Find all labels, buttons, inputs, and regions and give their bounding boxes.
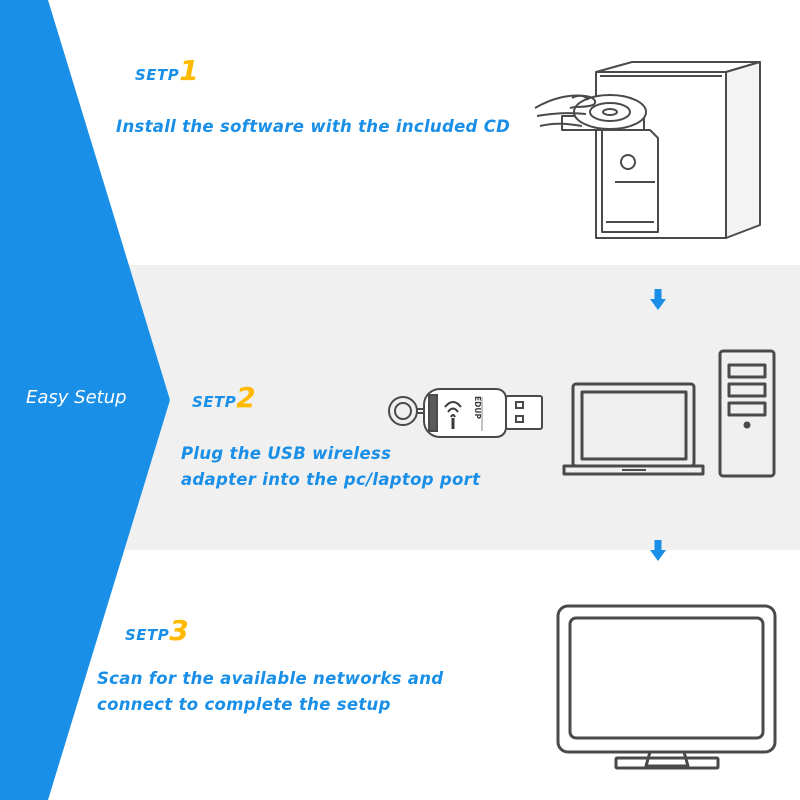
- computer-cd-icon: [534, 61, 761, 239]
- step-1-description: Install the software with the included C…: [116, 114, 510, 140]
- step-3-title: SETP3: [125, 614, 189, 647]
- step-3-description-line-2: connect to complete the setup: [97, 695, 391, 714]
- step-2-title: SETP2: [192, 381, 256, 414]
- step-1-title: SETP1: [135, 54, 199, 87]
- down-arrow-icon: [650, 540, 666, 561]
- step-1-description-line: Install the software with the included C…: [116, 117, 511, 136]
- step-2-description-line-2: adapter into the pc/laptop port: [181, 470, 481, 489]
- easy-setup-label: Easy Setup: [26, 387, 127, 408]
- step-3-description-line-1: Scan for the available networks and: [97, 669, 444, 688]
- step-1-prefix: SETP: [135, 66, 180, 84]
- step-2-description-line-1: Plug the USB wireless: [181, 444, 392, 463]
- laptop-icon: [562, 382, 705, 476]
- step-2-prefix: SETP: [192, 393, 237, 411]
- step-3-number: 3: [169, 614, 190, 647]
- adapter-brand: EDUP: [473, 396, 482, 419]
- step-1-number: 1: [179, 54, 200, 87]
- step-2-number: 2: [236, 381, 257, 414]
- usb-adapter-icon: EDUP: [388, 388, 543, 438]
- monitor-icon: [556, 604, 777, 770]
- down-arrow-icon: [650, 289, 666, 310]
- step-3-description: Scan for the available networks and conn…: [97, 666, 443, 718]
- desktop-tower-icon: [718, 349, 776, 478]
- step-3-prefix: SETP: [125, 626, 170, 644]
- step-2-description: Plug the USB wireless adapter into the p…: [181, 441, 480, 493]
